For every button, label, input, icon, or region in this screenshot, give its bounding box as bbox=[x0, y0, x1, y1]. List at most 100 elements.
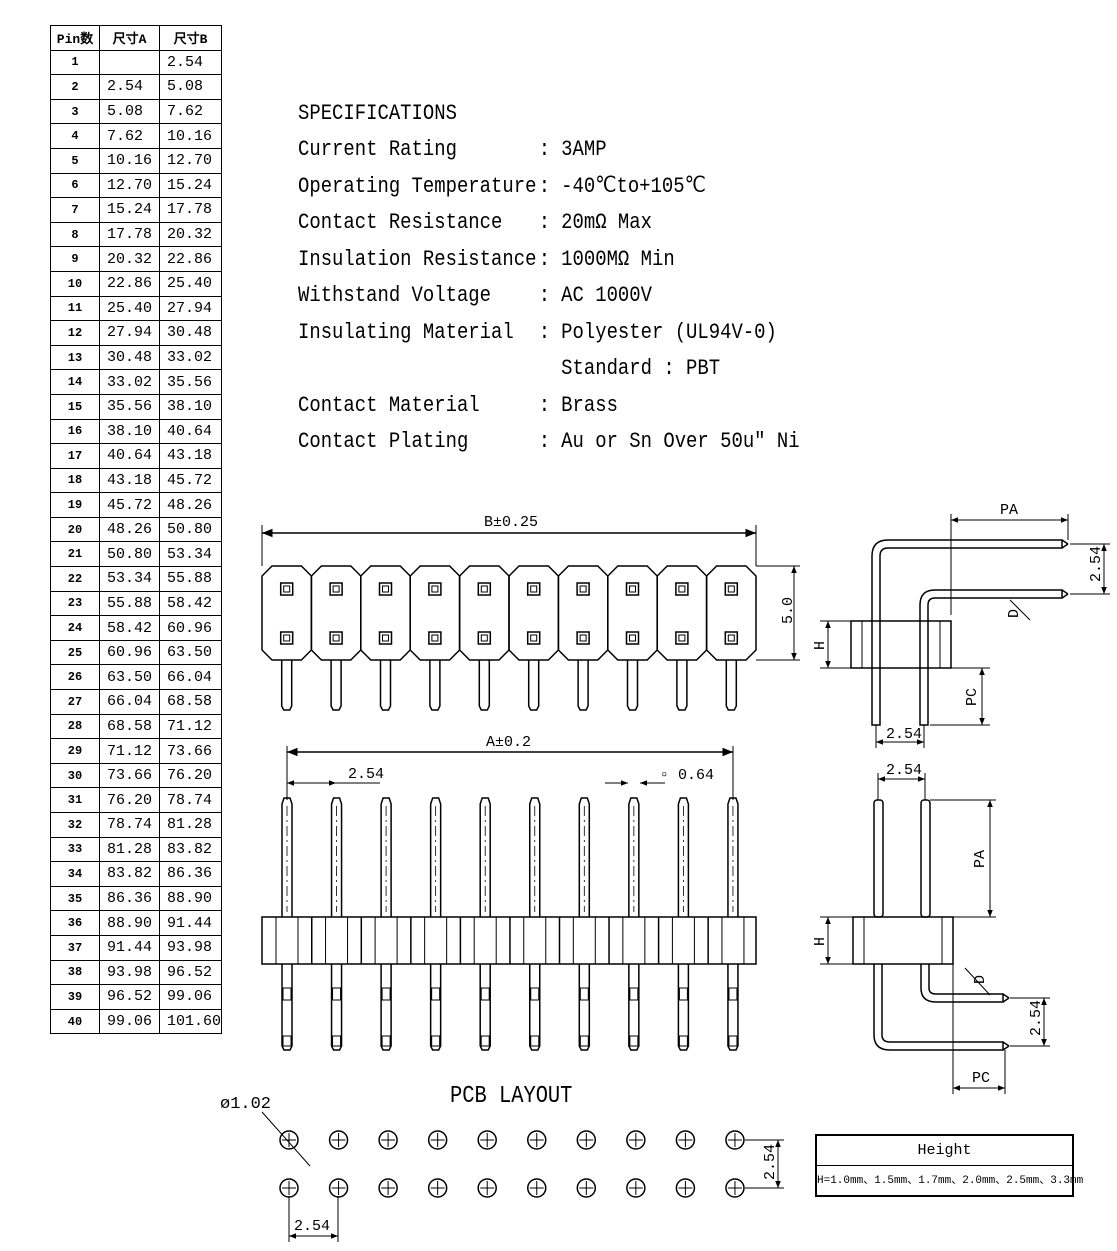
table-header-row: Pin数 尺寸A 尺寸B bbox=[50, 25, 223, 51]
h-bottom-label: H bbox=[812, 937, 829, 946]
h-top-label: H bbox=[812, 641, 829, 650]
front-pin bbox=[608, 797, 646, 1051]
size-b-cell: 58.42 bbox=[158, 590, 223, 617]
pcb-hole bbox=[477, 1178, 497, 1198]
front-housing bbox=[261, 916, 757, 965]
size-b-cell: 68.58 bbox=[158, 689, 223, 715]
size-a-cell: 68.58 bbox=[99, 713, 160, 740]
spec-label: Insulation Resistance bbox=[298, 246, 537, 272]
pin-count-cell: 4 bbox=[50, 123, 100, 149]
pcb-layout-title: PCB LAYOUT bbox=[450, 1083, 573, 1110]
spec-row: Insulating Material:Polyester (UL94V-0) bbox=[298, 315, 800, 352]
size-b-cell: 25.40 bbox=[158, 270, 223, 297]
spec-label: Operating Temperature bbox=[298, 173, 537, 199]
spec-label: Contact Resistance bbox=[298, 210, 503, 235]
pcb-hole bbox=[328, 1178, 349, 1198]
pin-count-cell: 31 bbox=[50, 787, 100, 813]
spec-colon: : bbox=[538, 137, 551, 162]
size-b-cell: 63.50 bbox=[158, 639, 223, 666]
pin-count-cell: 11 bbox=[50, 295, 100, 322]
pcb-hole bbox=[527, 1178, 547, 1198]
spec-colon: : bbox=[538, 210, 551, 235]
front-view bbox=[261, 797, 757, 1051]
top-housing bbox=[409, 565, 461, 711]
spec-label: Withstand Voltage bbox=[298, 283, 492, 308]
pcb-hole bbox=[576, 1130, 597, 1150]
size-a-cell: 50.80 bbox=[99, 541, 160, 568]
top-housing bbox=[705, 565, 757, 711]
pin-count-cell: 39 bbox=[50, 984, 100, 1010]
b-dimension-label: B±0.25 bbox=[484, 514, 538, 531]
spec-row: Operating Temperature: -40℃to+105℃ bbox=[298, 169, 800, 206]
pcb-pitch-horizontal-label: 2.54 bbox=[294, 1218, 330, 1235]
size-a-cell: 15.24 bbox=[99, 197, 160, 223]
spec-row: Insulation Resistance:1000MΩ Min bbox=[298, 242, 800, 279]
size-b-cell: 33.02 bbox=[158, 344, 223, 371]
spec-colon: : bbox=[538, 246, 551, 272]
size-a-cell: 76.20 bbox=[99, 787, 160, 813]
size-b-cell: 43.18 bbox=[158, 443, 223, 469]
spec-row: Standard : PBT bbox=[298, 351, 800, 388]
side-view-bottom bbox=[852, 799, 1010, 1051]
pin-count-cell: 13 bbox=[50, 344, 100, 371]
size-a-cell: 78.74 bbox=[99, 812, 160, 838]
spec-value: Standard : PBT bbox=[561, 356, 721, 381]
size-a-cell: 91.44 bbox=[99, 934, 160, 961]
pcb-hole bbox=[725, 1178, 745, 1198]
height-box-values: H=1.0mm、1.5mm、1.7mm、2.0mm、2.5mm、3.3mm bbox=[817, 1175, 1084, 1187]
top-housing bbox=[656, 565, 708, 711]
spec-colon: : bbox=[538, 429, 551, 454]
size-a-cell: 81.28 bbox=[99, 836, 160, 863]
size-b-cell: 53.34 bbox=[158, 541, 223, 568]
size-b-cell: 96.52 bbox=[158, 959, 223, 986]
pin-count-cell: 9 bbox=[50, 246, 100, 272]
a-dimension-label: A±0.2 bbox=[486, 734, 531, 751]
pcb-hole bbox=[626, 1130, 646, 1150]
size-a-cell: 83.82 bbox=[99, 861, 160, 887]
front-pin bbox=[459, 797, 497, 1051]
d-bottom-label: D bbox=[972, 975, 989, 984]
pcb-hole bbox=[378, 1178, 398, 1198]
pin-count-cell: 28 bbox=[50, 713, 100, 740]
pin-count-cell: 20 bbox=[50, 516, 100, 543]
size-a-cell bbox=[99, 49, 160, 76]
pa-top-label: PA bbox=[1000, 502, 1018, 519]
pcb-hole bbox=[576, 1178, 597, 1198]
spec-value: AC 1000V bbox=[561, 283, 652, 308]
size-b-cell: 76.20 bbox=[158, 762, 223, 789]
size-a-cell: 33.02 bbox=[99, 369, 160, 395]
size-b-cell: 40.64 bbox=[158, 418, 223, 445]
pin-count-cell: 1 bbox=[50, 49, 100, 76]
size-b-cell: 73.66 bbox=[158, 738, 223, 764]
size-a-cell: 2.54 bbox=[99, 74, 160, 100]
size-b-cell: 99.06 bbox=[158, 984, 223, 1010]
top-housing bbox=[261, 565, 313, 711]
size-b-cell: 101.60 bbox=[158, 1008, 223, 1035]
pcb-hole bbox=[279, 1178, 299, 1198]
header-size-a: 尺寸A bbox=[99, 25, 160, 51]
pcb-hole bbox=[427, 1130, 448, 1150]
front-pin bbox=[707, 797, 745, 1051]
pin-count-cell: 40 bbox=[50, 1008, 100, 1035]
spec-colon: : bbox=[538, 173, 551, 199]
pcb-hole bbox=[725, 1130, 745, 1150]
spec-value: -40℃to+105℃ bbox=[561, 173, 706, 199]
pcb-hole bbox=[675, 1178, 696, 1198]
size-a-cell: 63.50 bbox=[99, 664, 160, 691]
